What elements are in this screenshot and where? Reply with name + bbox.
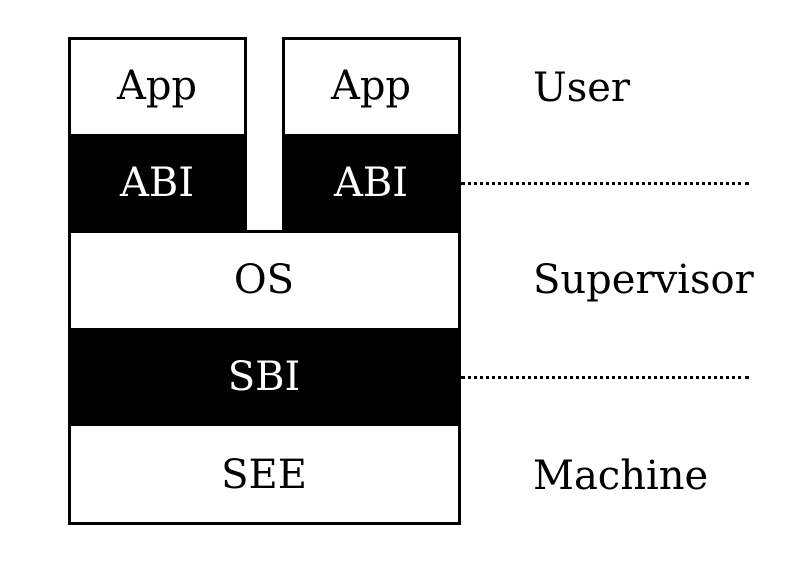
supervisor-machine-boundary-line [461, 376, 749, 379]
abi-right-label: ABI [333, 159, 409, 206]
see-label: SEE [221, 451, 307, 498]
abi-left-label: ABI [119, 159, 195, 206]
app-left-block: App [69, 38, 245, 134]
user-level-label: User [533, 65, 631, 111]
supervisor-level-label: Supervisor [533, 257, 754, 303]
abi-left-block: ABI [69, 134, 245, 231]
abi-right-block: ABI [283, 134, 459, 231]
os-block: OS [69, 231, 459, 328]
app-left-label: App [116, 63, 198, 109]
see-block: SEE [69, 426, 459, 523]
app-right-block: App [283, 38, 459, 134]
app-right-label: App [330, 63, 412, 109]
sbi-label: SBI [227, 354, 301, 400]
user-supervisor-boundary-line [461, 182, 749, 185]
machine-level-label: Machine [533, 453, 709, 499]
sbi-block: SBI [69, 328, 459, 426]
os-label: OS [233, 256, 295, 303]
